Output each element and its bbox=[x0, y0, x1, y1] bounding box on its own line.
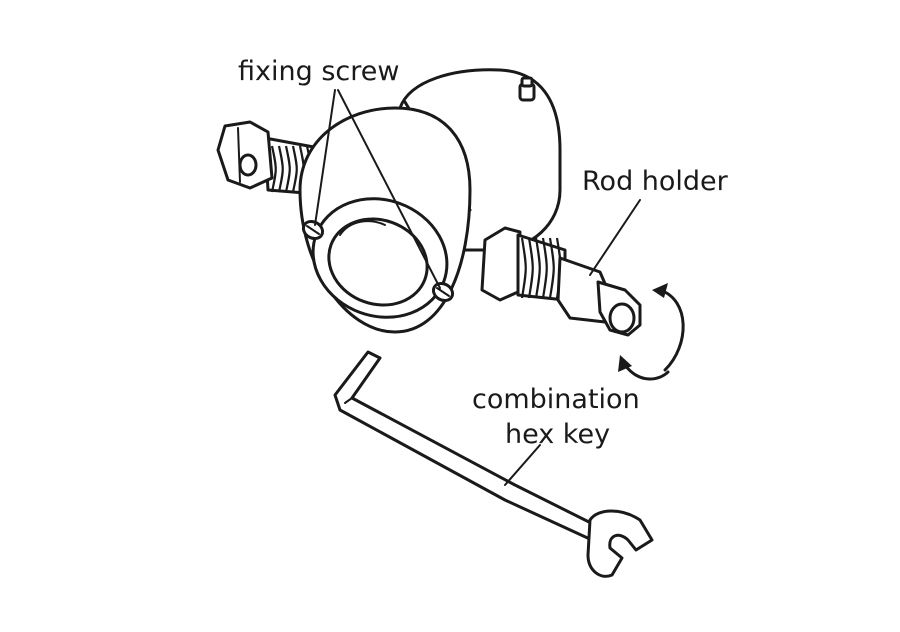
top-nipple bbox=[518, 76, 536, 102]
thread-ridge bbox=[527, 237, 534, 299]
thread-ridge bbox=[277, 145, 284, 193]
rod-holder-part bbox=[556, 256, 642, 337]
thread-ridge bbox=[284, 145, 291, 193]
thread-ridge bbox=[291, 145, 298, 193]
leader-lines bbox=[314, 89, 641, 486]
label-hex-key-line1: combination bbox=[472, 384, 640, 415]
leader-rod-holder bbox=[589, 199, 641, 276]
fixing-screw-left bbox=[301, 219, 325, 241]
body-front-ring bbox=[298, 106, 472, 334]
label-hex-key-line2: hex key bbox=[505, 419, 610, 450]
thread-ridge bbox=[548, 237, 555, 299]
combination-hex-key bbox=[333, 350, 654, 578]
right-threaded-stud bbox=[480, 226, 567, 302]
leader-fixing-screw-right bbox=[337, 89, 441, 289]
thread-ridge bbox=[534, 237, 541, 299]
leader-hex-key bbox=[504, 444, 541, 486]
leader-fixing-screw-left bbox=[314, 89, 336, 226]
thread-ridge bbox=[270, 145, 277, 193]
fixing-screw-right bbox=[431, 281, 455, 303]
thread-ridge bbox=[541, 237, 548, 299]
rotation-arrow-icon bbox=[618, 283, 685, 381]
label-rod-holder: Rod holder bbox=[582, 166, 729, 197]
thread-ridge bbox=[520, 237, 527, 299]
label-fixing-screw: fixing screw bbox=[238, 56, 399, 87]
